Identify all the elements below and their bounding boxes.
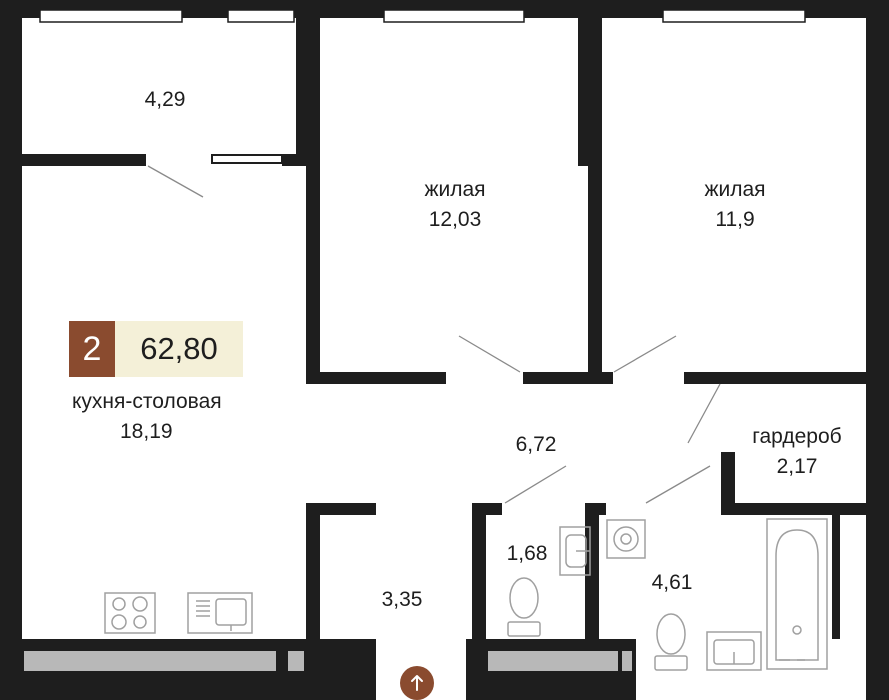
toilet-icon: [507, 577, 541, 637]
wardrobe-area: 2,17: [776, 455, 818, 478]
bathroom-area: 4,61: [651, 571, 693, 594]
kitchen-area: 18,19: [120, 420, 173, 443]
bathroom-toilet-icon: [654, 613, 688, 671]
windows: [39, 9, 806, 23]
total-area: 62,80: [115, 321, 243, 377]
kitchen-name: кухня-столовая: [72, 390, 222, 413]
door-swings: [147, 165, 721, 504]
balcony-area: 4,29: [144, 88, 186, 111]
window-sills: [24, 651, 632, 671]
stove-icon: [104, 592, 156, 634]
corridor-area: 3,35: [381, 588, 423, 611]
bathroom-washbasin-icon: [706, 631, 762, 671]
balcony-door: [211, 154, 283, 164]
living2-area: 11,9: [715, 208, 755, 231]
compass-arrow-icon: [400, 666, 434, 700]
washbasin-icon: [559, 526, 591, 576]
living1-area: 12,03: [428, 208, 482, 231]
wc-area: 1,68: [506, 542, 548, 565]
rooms-count: 2: [69, 321, 115, 377]
living1-name: жилая: [424, 178, 486, 201]
bathtub-icon: [766, 518, 828, 670]
sink-icon: [187, 592, 253, 634]
washing-machine-icon: [606, 519, 646, 559]
arrow-up-icon: [411, 675, 423, 691]
apartment-badge: 2 62,80: [69, 321, 243, 377]
wardrobe-name: гардероб: [752, 425, 842, 448]
living2-name: жилая: [704, 178, 766, 201]
hall-area: 6,72: [515, 433, 557, 456]
